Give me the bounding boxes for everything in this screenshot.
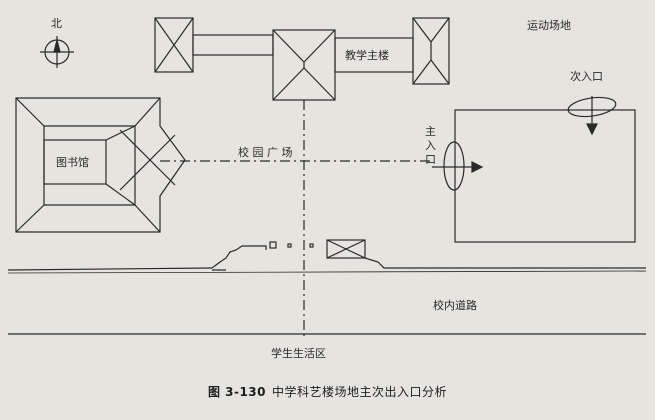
post-2 (287, 243, 292, 248)
sports-field-boundary (454, 109, 636, 243)
campus-square-label: 校 园 广 场 (238, 145, 293, 159)
road-edge-top-second (7, 270, 647, 274)
stairs-left (211, 245, 267, 269)
main-entrance-char-2: 入 (425, 139, 436, 152)
library-building (15, 97, 186, 233)
student-living-area-label: 学生生活区 (271, 346, 326, 360)
library-label: 图书馆 (56, 155, 89, 169)
main-entrance-char-3: 口 (425, 153, 436, 166)
secondary-entrance-label: 次入口 (570, 69, 603, 83)
post-1 (269, 241, 277, 249)
main-entrance-char-1: 主 (425, 125, 436, 138)
secondary-entrance-marker (567, 96, 617, 118)
north-compass-icon (40, 36, 74, 68)
teaching-building (154, 17, 450, 101)
sports-field-label: 运动场地 (527, 18, 571, 32)
post-3 (309, 243, 314, 248)
figure-number: 图 3-130 (207, 385, 267, 399)
main-entrance-marker (443, 141, 465, 191)
north-label: 北 (51, 17, 62, 30)
road-edge-top-right (364, 257, 646, 269)
road-edge-top-left (7, 267, 226, 271)
gatehouse (326, 239, 366, 259)
main-entrance-label: 主 入 口 (425, 125, 440, 166)
figure-title: 中学科艺楼场地主次出入口分析 (272, 385, 448, 399)
teaching-building-label: 教学主楼 (345, 48, 389, 62)
campus-road-label: 校内道路 (433, 298, 477, 312)
figure-caption: 图 3-130 中学科艺楼场地主次出入口分析 (0, 383, 655, 400)
